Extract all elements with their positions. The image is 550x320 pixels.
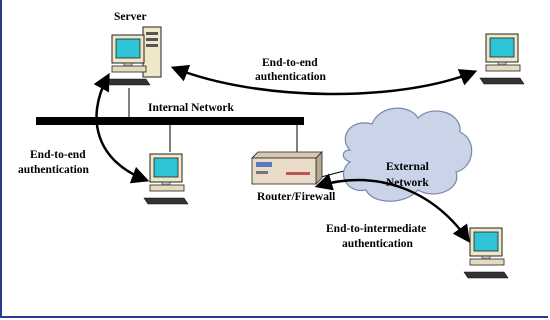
internal-network-bus [36, 117, 304, 125]
e2i-label-line2: authentication [342, 238, 414, 250]
router-cloud-link [320, 170, 345, 178]
end-to-end-arrow-left [93, 72, 150, 184]
e2e-top-label-line1: End-to-end [262, 57, 318, 69]
end-to-end-arrow-top [170, 65, 478, 96]
internal-network-label: Internal Network [148, 102, 235, 114]
external-label: External [386, 161, 429, 173]
internal-workstation [143, 153, 189, 205]
server-label: Server [114, 11, 147, 23]
remote-computer-bottom [463, 227, 509, 279]
router-firewall-device [251, 151, 323, 185]
end-to-intermediate-arrow [314, 173, 471, 243]
router-firewall-label: Router/Firewall [257, 191, 335, 203]
e2e-left-label-line1: End-to-end [30, 149, 86, 161]
network-label: Network [386, 177, 429, 189]
remote-computer-top [479, 33, 525, 85]
e2i-label-line1: End-to-intermediate [326, 223, 426, 235]
e2e-left-label-line2: authentication [18, 164, 90, 176]
server-computer [105, 26, 162, 86]
e2e-top-label-line2: authentication [255, 71, 327, 83]
